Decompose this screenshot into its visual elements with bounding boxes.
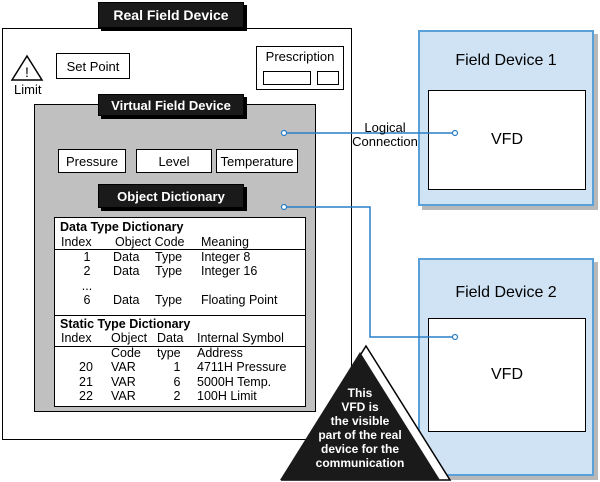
table-row: 1 Data Type Integer 8 <box>61 250 277 265</box>
prescription-box: Prescription <box>256 46 344 90</box>
table-row: ... <box>61 279 277 294</box>
cell-meaning: Integer 16 <box>201 264 258 278</box>
note-line: device for the <box>320 442 400 456</box>
cell-data: 6 <box>173 374 181 389</box>
field-device-1-vfd-label: VFD <box>491 131 523 148</box>
cell-object: Data <box>113 293 140 307</box>
pressure-label: Pressure <box>65 153 119 169</box>
cell-index: 2 <box>83 264 91 278</box>
note-triangle <box>280 344 452 481</box>
cell-meaning: Floating Point <box>201 293 278 307</box>
table-row: 20 VAR 1 4711H Pressure <box>61 360 286 375</box>
cell-symbol: 100H Limit <box>197 389 257 403</box>
connection-dot <box>451 333 459 341</box>
header-object: Object <box>111 331 148 345</box>
limit-label: Limit <box>14 82 42 97</box>
cell-index: 6 <box>83 293 91 307</box>
logical-connection-line1: Logical <box>364 120 406 135</box>
note-line: part of the real <box>318 428 402 442</box>
static-type-dictionary-title: Static Type Dictionary <box>60 317 191 331</box>
cell-data: 2 <box>173 389 181 403</box>
set-point-button[interactable]: Set Point <box>56 53 130 79</box>
cell-code: Type <box>155 249 183 264</box>
field-device-2-vfd-label: VFD <box>491 366 523 383</box>
field-device-1-vfd: VFD <box>428 90 586 190</box>
dictionary-section-divider <box>55 315 305 316</box>
cell-code: Type <box>155 293 183 307</box>
header-type: type <box>157 345 181 360</box>
temperature-button[interactable]: Temperature <box>216 149 298 173</box>
static-type-header-row: Index Object Data Internal Symbol <box>61 331 286 346</box>
cell-code: Type <box>155 264 183 278</box>
real-field-device-title: Real Field Device <box>98 2 244 28</box>
connection-dot <box>451 129 459 137</box>
prescription-label: Prescription <box>265 49 335 64</box>
header-address: Address <box>197 345 243 360</box>
note-line: This <box>347 386 373 400</box>
data-type-header-divider <box>55 249 305 250</box>
static-type-dictionary-table: Index Object Data Internal Symbol Code t… <box>61 331 286 404</box>
field-device-2[interactable]: Field Device 2 VFD <box>418 258 594 476</box>
logical-connection-line2: Connection <box>352 134 418 149</box>
level-button[interactable]: Level <box>136 149 212 173</box>
object-dictionary-title: Object Dictionary <box>98 184 244 208</box>
cell-object: VAR <box>111 389 136 403</box>
field-device-1-title: Field Device 1 <box>455 52 557 69</box>
header-meaning: Meaning <box>201 235 249 249</box>
header-index: Index <box>61 331 92 345</box>
warning-icon-glyph: ! <box>25 64 29 80</box>
table-row: 21 VAR 6 5000H Temp. <box>61 375 286 390</box>
data-type-dictionary-title: Data Type Dictionary <box>60 220 184 234</box>
logical-connection-label: Logical Connection <box>352 121 418 149</box>
cell-object: Data <box>113 264 140 278</box>
pressure-button[interactable]: Pressure <box>58 149 126 173</box>
dictionary-box: Data Type Dictionary Index Object Code M… <box>54 217 306 407</box>
connection-dot <box>280 129 288 137</box>
cell-index: 20 <box>79 360 93 374</box>
cell-object: VAR <box>111 374 136 389</box>
data-type-dictionary-table: Index Object Code Meaning 1 Data Type In… <box>61 235 277 308</box>
set-point-label: Set Point <box>66 58 120 74</box>
field-device-2-title: Field Device 2 <box>455 284 557 301</box>
cell-index: 22 <box>79 389 93 403</box>
cell-object: Data <box>113 249 140 264</box>
cell-index: 21 <box>79 374 93 389</box>
logical-connection-line-2 <box>284 206 455 338</box>
table-row: 6 Data Type Floating Point <box>61 293 278 308</box>
cell-index: ... <box>81 278 93 293</box>
level-label: Level <box>158 153 190 169</box>
data-type-header-row: Index Object Code Meaning <box>61 235 277 250</box>
static-type-header-row-2: Code type Address <box>61 346 286 361</box>
table-row: 2 Data Type Integer 16 <box>61 264 277 279</box>
prescription-field-1[interactable] <box>263 71 311 85</box>
cell-symbol: 5000H Temp. <box>197 374 272 389</box>
cell-index: 1 <box>83 249 91 264</box>
field-device-1[interactable]: Field Device 1 VFD <box>418 30 594 206</box>
cell-symbol: 4711H Pressure <box>197 360 287 374</box>
cell-data: 1 <box>173 360 181 374</box>
warning-icon: ! <box>10 54 44 81</box>
note-line: VFD is <box>341 400 379 414</box>
cell-meaning: Integer 8 <box>201 249 251 264</box>
connection-dot <box>280 203 288 211</box>
cell-object: VAR <box>111 360 136 374</box>
prescription-field-2[interactable] <box>317 71 339 85</box>
header-data: Data <box>157 331 184 345</box>
static-type-header-divider <box>55 346 305 347</box>
temperature-label: Temperature <box>220 153 294 169</box>
note-line: communication <box>315 456 405 470</box>
header-code: Code <box>111 345 141 360</box>
note-line: the visible <box>330 414 390 428</box>
note-text: This VFD is the visible part of the real… <box>300 386 420 470</box>
table-row: 22 VAR 2 100H Limit <box>61 389 286 404</box>
header-object-code: Object Code <box>115 235 185 249</box>
header-index: Index <box>61 235 92 249</box>
header-internal-symbol: Internal Symbol <box>197 331 284 345</box>
virtual-field-device-title: Virtual Field Device <box>98 94 244 116</box>
